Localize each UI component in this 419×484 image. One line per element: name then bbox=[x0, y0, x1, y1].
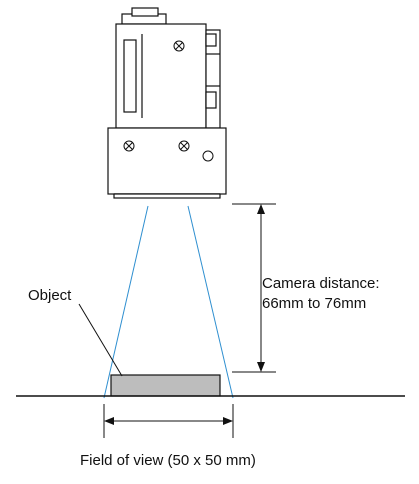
lens-screw-left-icon bbox=[123, 140, 135, 152]
field-of-view-dimension bbox=[103, 404, 234, 438]
object-leader-line bbox=[78, 303, 123, 377]
camera-distance-line1: Camera distance: bbox=[262, 275, 380, 292]
camera-distance-line2: 66mm to 76mm bbox=[262, 295, 367, 312]
camera-upper-body bbox=[115, 7, 221, 129]
lens-block bbox=[107, 127, 227, 199]
field-of-view-cone bbox=[103, 205, 234, 399]
upper-screw-icon bbox=[173, 40, 185, 52]
lens-screw-right-icon bbox=[178, 140, 190, 152]
camera-distance-label: Camera distance: 66mm to 76mm bbox=[262, 274, 380, 314]
camera-distance-dimension bbox=[232, 203, 276, 373]
object-shape bbox=[110, 374, 221, 397]
field-of-view-label: Field of view (50 x 50 mm) bbox=[80, 452, 256, 469]
object-label: Object bbox=[28, 287, 72, 304]
indicator-light-icon bbox=[202, 150, 214, 162]
